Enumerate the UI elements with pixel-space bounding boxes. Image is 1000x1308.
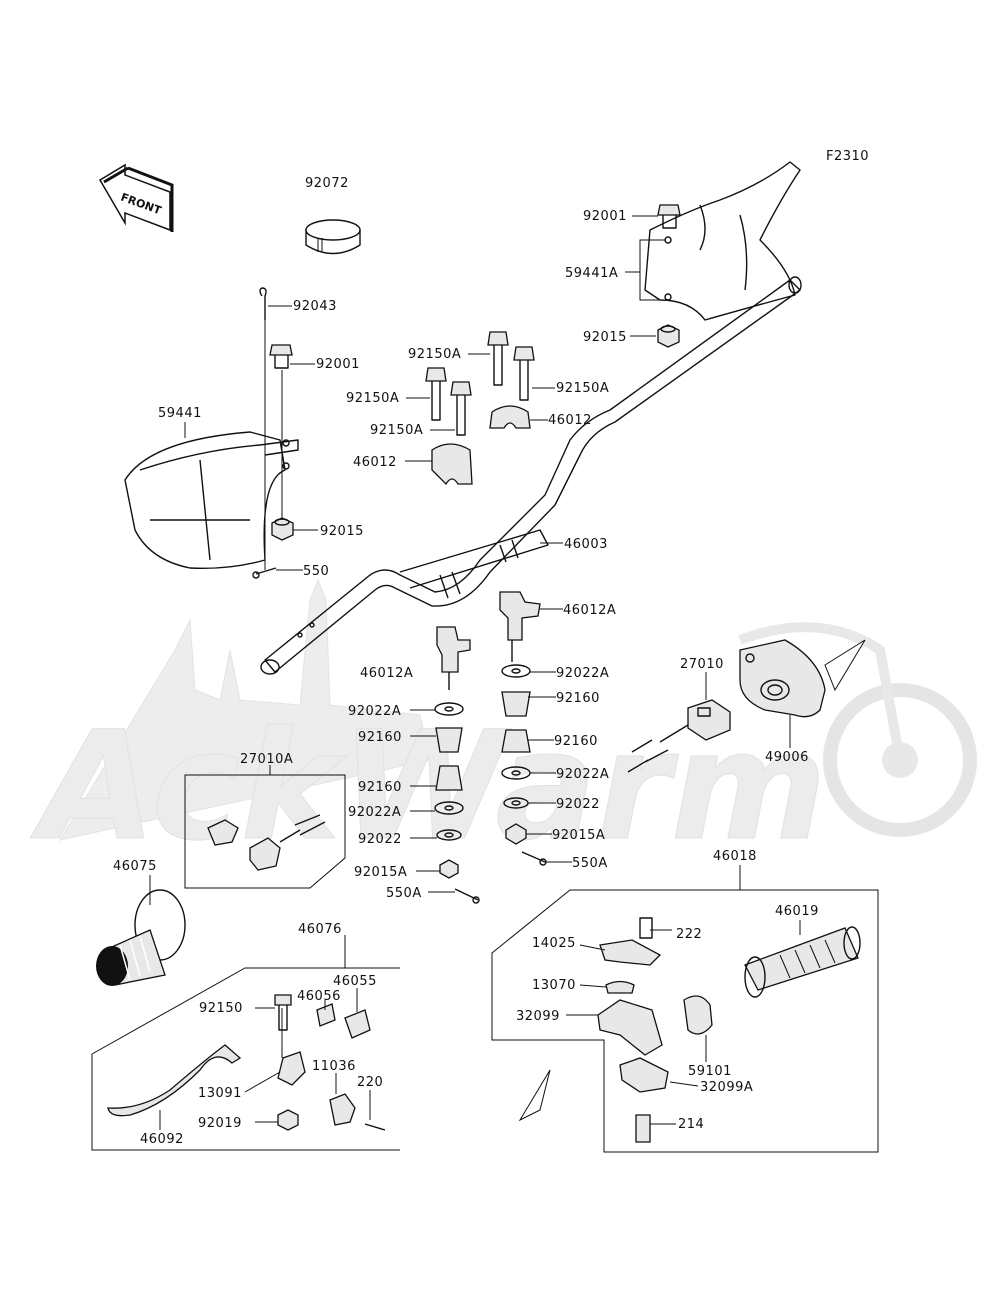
label-32099A: 32099A xyxy=(700,1080,753,1095)
label-46003: 46003 xyxy=(564,537,608,552)
part-46012-clamps xyxy=(431,405,531,486)
label-27010: 27010 xyxy=(680,657,724,672)
label-46012A-left: 46012A xyxy=(360,666,413,681)
label-46075: 46075 xyxy=(113,859,157,874)
part-92043-pin xyxy=(259,287,267,320)
label-46012A-right: 46012A xyxy=(563,603,616,618)
part-92072-ring xyxy=(305,219,361,255)
part-27010-switch xyxy=(627,699,731,773)
part-46075-grip xyxy=(96,889,186,986)
label-92001-left: 92001 xyxy=(316,357,360,372)
label-46055: 46055 xyxy=(333,974,377,989)
label-92015A-r: 92015A xyxy=(552,828,605,843)
label-550A-r: 550A xyxy=(572,856,608,871)
part-59441-handguard xyxy=(124,431,299,569)
label-92160-r2: 92160 xyxy=(554,734,598,749)
label-14025: 14025 xyxy=(532,936,576,951)
label-27010A: 27010A xyxy=(240,752,293,767)
label-32099: 32099 xyxy=(516,1009,560,1024)
label-59441A: 59441A xyxy=(565,266,618,281)
label-46056: 46056 xyxy=(297,989,341,1004)
part-550-pin xyxy=(252,567,277,579)
label-92001-right: 92001 xyxy=(583,209,627,224)
watermark: AckWarm xyxy=(30,578,977,875)
label-92022A-l2: 92022A xyxy=(348,805,401,820)
label-46012-2: 46012 xyxy=(353,455,397,470)
label-13070: 13070 xyxy=(532,978,576,993)
leader-lines xyxy=(149,215,801,1130)
label-92015-right: 92015 xyxy=(583,330,627,345)
label-92150A-3: 92150A xyxy=(346,391,399,406)
part-92001-bolt-left xyxy=(269,344,293,369)
part-46012A-right xyxy=(499,591,541,662)
label-46018: 46018 xyxy=(713,849,757,864)
label-92150A-2: 92150A xyxy=(556,381,609,396)
label-92015A-l: 92015A xyxy=(354,865,407,880)
label-214: 214 xyxy=(678,1117,704,1132)
part-46003-handlebar xyxy=(260,276,802,675)
label-13091: 13091 xyxy=(198,1086,242,1101)
box-46076 xyxy=(91,967,400,1151)
part-92015-nut-left xyxy=(271,517,294,541)
part-92150A-bolts xyxy=(425,331,535,436)
label-92015-left: 92015 xyxy=(320,524,364,539)
label-92150A-4: 92150A xyxy=(370,423,423,438)
label-222: 222 xyxy=(676,927,702,942)
part-92015-nut-right xyxy=(657,324,680,348)
label-92022-l: 92022 xyxy=(358,832,402,847)
label-92022A-r2: 92022A xyxy=(556,767,609,782)
label-92072: 92072 xyxy=(305,176,349,191)
label-92150A-1: 92150A xyxy=(408,347,461,362)
figure-code: F2310 xyxy=(826,149,869,164)
label-11036: 11036 xyxy=(312,1059,356,1074)
label-92043: 92043 xyxy=(293,299,337,314)
label-92022A-r1: 92022A xyxy=(556,666,609,681)
label-92022A-l1: 92022A xyxy=(348,704,401,719)
label-46019: 46019 xyxy=(775,904,819,919)
part-46012A-left xyxy=(436,626,471,690)
part-49006-throttle-housing xyxy=(739,639,866,718)
label-550: 550 xyxy=(303,564,329,579)
label-46012-1: 46012 xyxy=(548,413,592,428)
label-92160-l1: 92160 xyxy=(358,730,402,745)
part-92001-bolt-right xyxy=(657,204,681,229)
label-59101: 59101 xyxy=(688,1064,732,1079)
label-46076: 46076 xyxy=(298,922,342,937)
part-stack-right xyxy=(501,664,547,866)
box-46018 xyxy=(491,889,879,1153)
front-arrow-icon: FRONT xyxy=(98,163,174,232)
part-labels: 92072 92043 92001 59441 92015 550 92001 … xyxy=(113,176,819,1147)
label-92160-l2: 92160 xyxy=(358,780,402,795)
label-46092: 46092 xyxy=(140,1132,184,1147)
label-220: 220 xyxy=(357,1075,383,1090)
part-stack-left xyxy=(434,702,480,904)
label-59441: 59441 xyxy=(158,406,202,421)
label-92150: 92150 xyxy=(199,1001,243,1016)
label-92019: 92019 xyxy=(198,1116,242,1131)
part-59441A-handguard xyxy=(644,161,801,321)
label-49006: 49006 xyxy=(765,750,809,765)
label-92160-r1: 92160 xyxy=(556,691,600,706)
label-550A-l: 550A xyxy=(386,886,422,901)
label-92022-r: 92022 xyxy=(556,797,600,812)
box-27010A xyxy=(184,774,346,889)
